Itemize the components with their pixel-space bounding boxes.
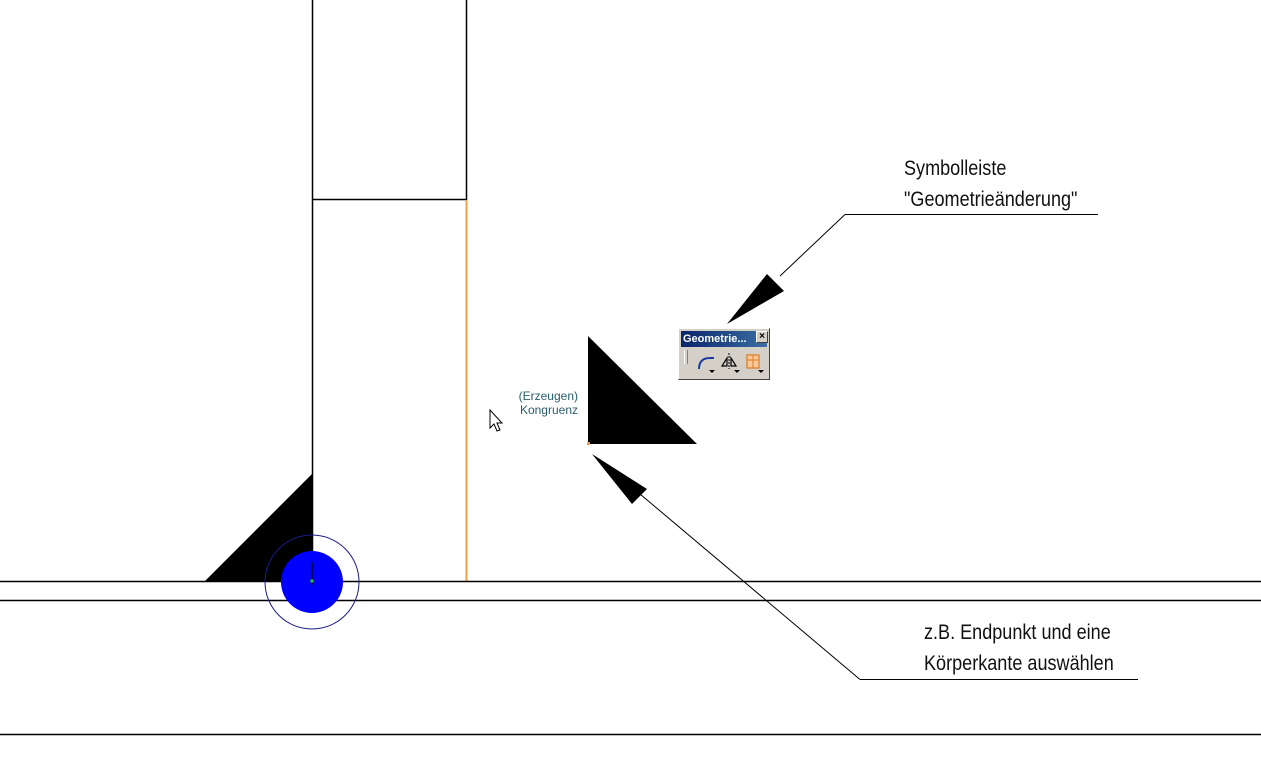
cursor-tooltip-line2: Kongruenz — [519, 403, 578, 417]
selection-callout-line2: Körperkante auswählen — [924, 652, 1114, 675]
endpoint-highlight-ring — [264, 534, 360, 630]
geometry-modification-toolbar[interactable]: Geometrie... × — [678, 328, 770, 380]
mirror-icon — [720, 353, 740, 373]
offset-icon — [746, 354, 764, 373]
selection-callout-line1: z.B. Endpunkt und eine — [924, 621, 1111, 644]
constraint-triangle-symbol — [204, 474, 312, 582]
toolbar-callout-leader — [779, 214, 846, 277]
congruence-symbol-dot — [587, 442, 590, 445]
toolbar-callout-line2: "Geometrieänderung" — [904, 188, 1078, 211]
fillet-button[interactable] — [696, 351, 718, 375]
offset-button[interactable] — [743, 351, 765, 375]
mirror-button[interactable] — [719, 351, 741, 375]
fillet-icon — [698, 357, 715, 373]
congruence-symbol-triangle — [588, 336, 697, 444]
cursor-tooltip: (Erzeugen) Kongruenz — [519, 389, 578, 417]
selection-callout-arrowhead — [592, 454, 647, 504]
selection-callout-text: z.B. Endpunkt und eine Körperkante auswä… — [924, 617, 1114, 679]
selection-callout-leader — [639, 493, 861, 680]
toolbar-close-button[interactable]: × — [756, 331, 768, 343]
toolbar-grip-handle[interactable] — [684, 350, 688, 364]
mouse-cursor-icon — [489, 408, 504, 432]
endpoint-dot — [310, 579, 314, 583]
toolbar-callout-arrowhead — [727, 274, 784, 324]
toolbar-title[interactable]: Geometrie... — [681, 331, 767, 347]
cursor-tooltip-line1: (Erzeugen) — [518, 389, 578, 403]
toolbar-callout-line1: Symbolleiste — [904, 157, 1007, 180]
toolbar-callout-text: Symbolleiste "Geometrieänderung" — [904, 153, 1077, 215]
